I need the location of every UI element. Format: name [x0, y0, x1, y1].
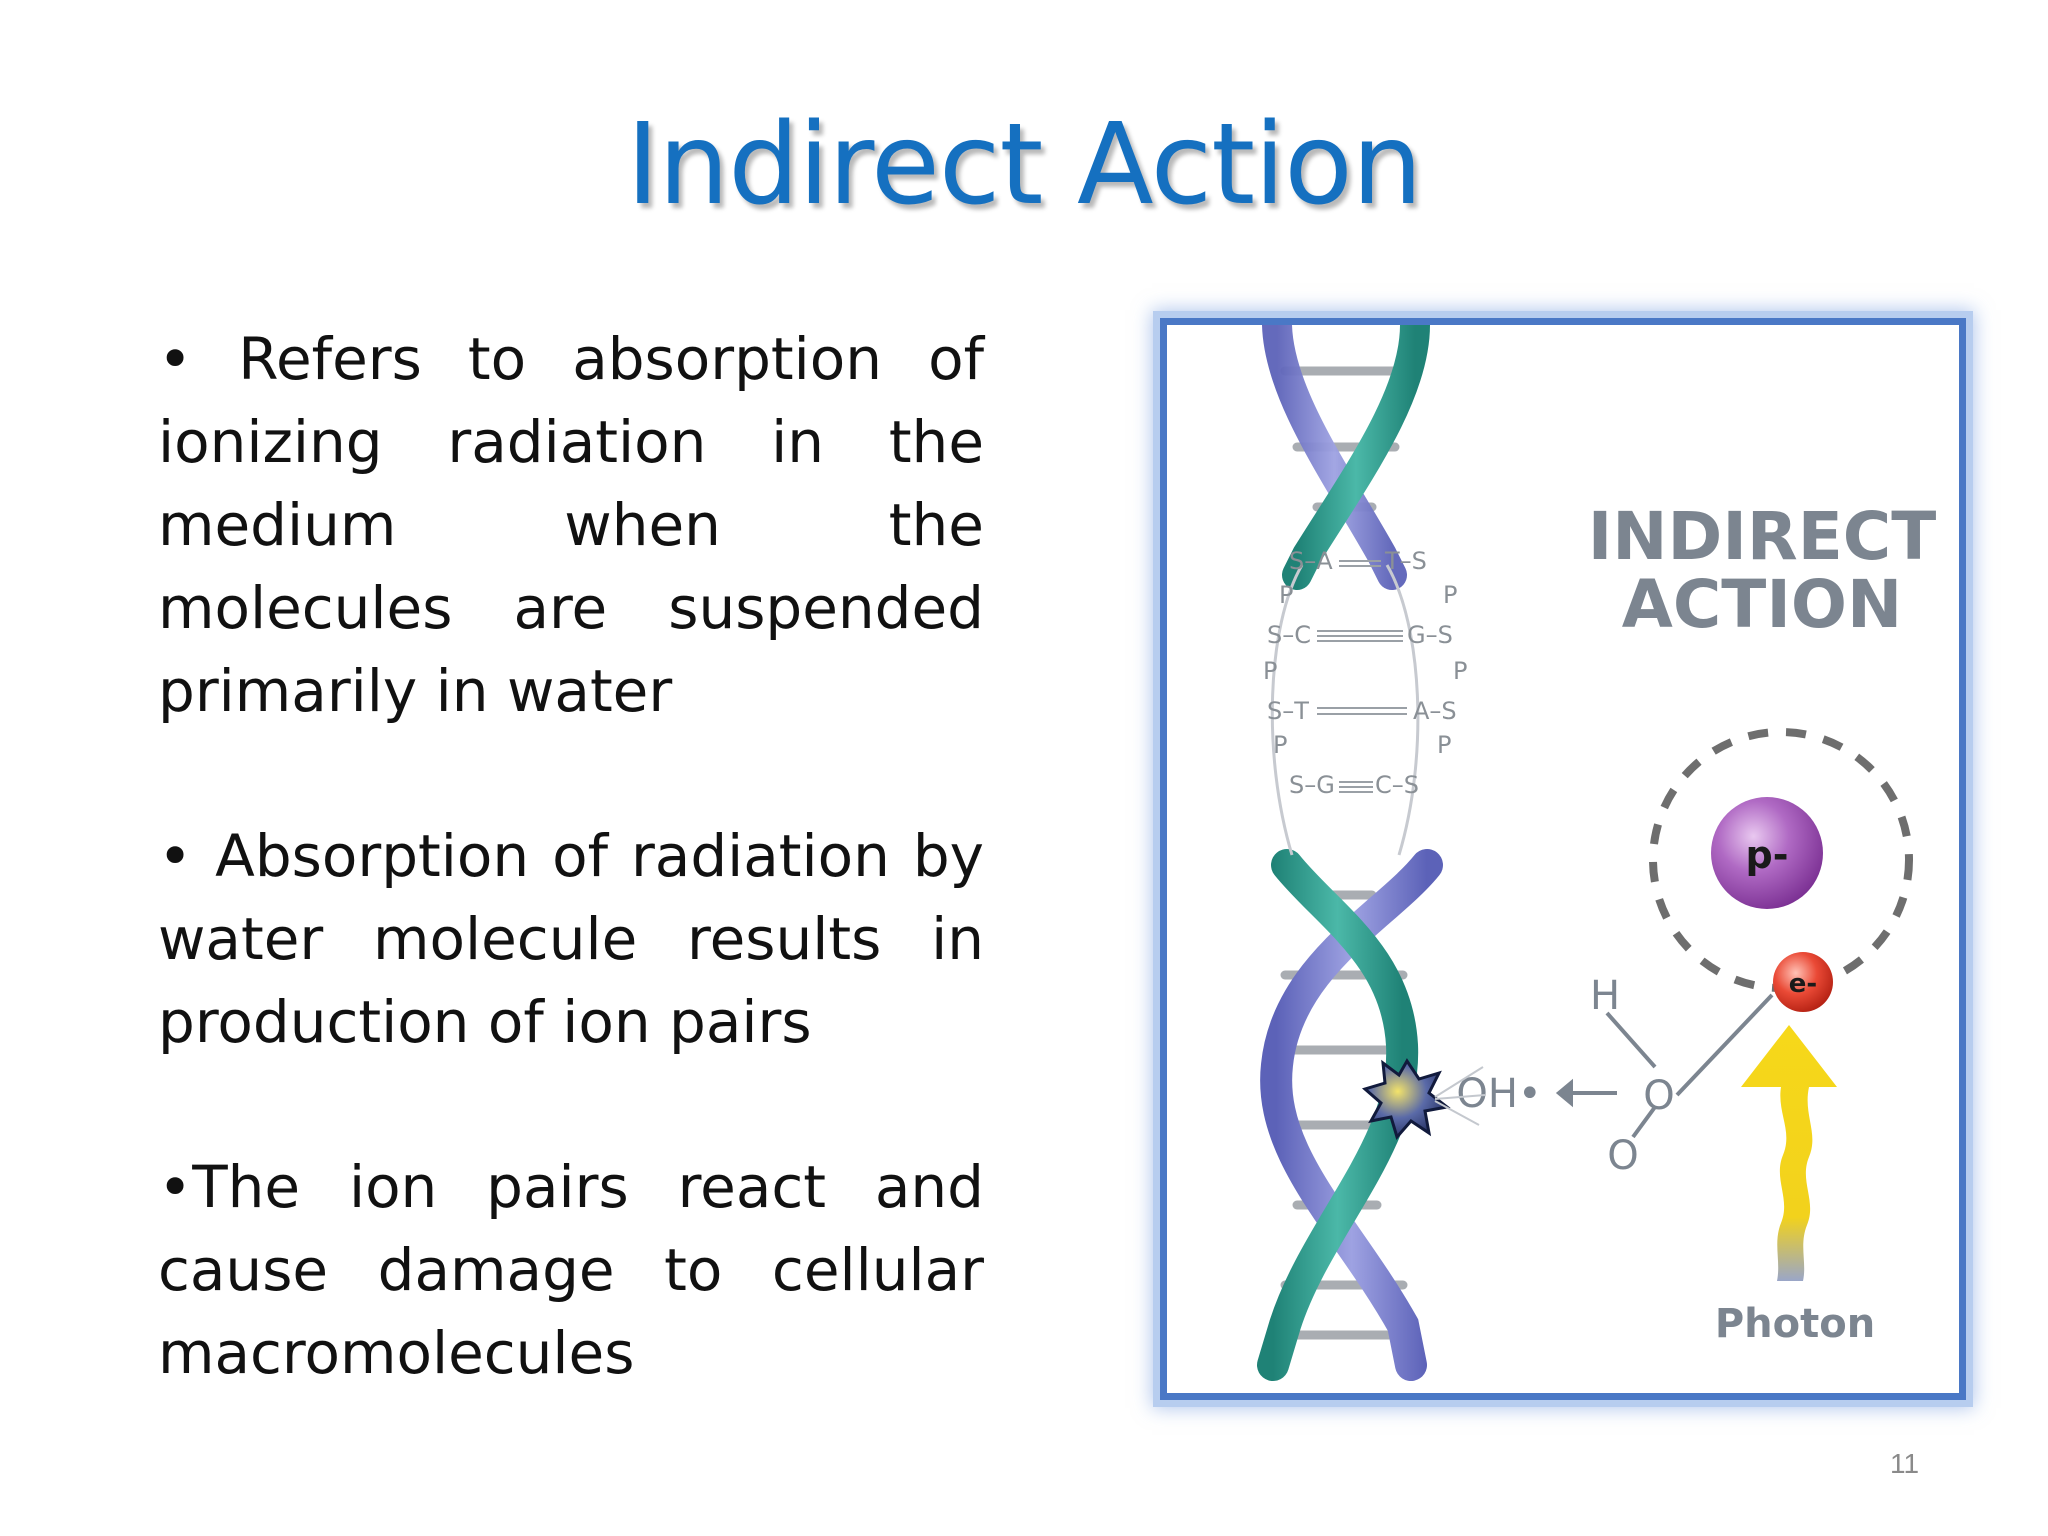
bullet-point: •The ion pairs react and cause damage to…: [158, 1153, 984, 1387]
phosphate-label: P: [1437, 731, 1451, 759]
base-pair-left: S–G: [1289, 771, 1335, 799]
electron-particle: e-: [1773, 952, 1833, 1012]
photon-arrow: [1741, 1025, 1837, 1281]
dna-strand-purple: [1260, 849, 1443, 1381]
dna-backbone-faded: [1270, 564, 1420, 856]
proton-label: p-: [1746, 833, 1789, 877]
hydrogen-label: H: [1590, 973, 1620, 1019]
phosphate-label: P: [1263, 657, 1277, 685]
proton-particle: p-: [1711, 797, 1823, 909]
base-pair-left: S–T: [1267, 697, 1309, 725]
hydroxyl-radical-label: OH•: [1456, 1071, 1541, 1117]
slide-title: Indirect Action: [626, 100, 1423, 230]
base-pair-right: G–S: [1407, 621, 1453, 649]
phosphate-label: P: [1279, 581, 1293, 609]
dna-strand-teal: [1282, 325, 1430, 590]
base-pair-labels: S–A T–S P P S–C G–S P P S–T A–S P P S–G …: [1263, 547, 1467, 799]
base-pair-right: C–S: [1375, 771, 1419, 799]
bullet-point: • Refers to absorption of ionizing radia…: [158, 325, 984, 725]
slide-number: 11: [1890, 1448, 1920, 1479]
damage-burst-icon: [1361, 1058, 1486, 1141]
base-pair-right: A–S: [1413, 697, 1457, 725]
bullet-point: • Absorption of radiation by water molec…: [158, 822, 984, 1056]
base-pair-right: T–S: [1384, 547, 1427, 575]
bullet-list: • Refers to absorption of ionizing radia…: [158, 318, 984, 1395]
oxygen-label: O: [1607, 1133, 1638, 1179]
phosphate-label: P: [1453, 657, 1467, 685]
water-molecule: [1555, 993, 1774, 1139]
photon-label: Photon: [1715, 1301, 1875, 1347]
dna-strand-teal: [1257, 849, 1419, 1381]
indirect-action-figure: S–A T–S P P S–C G–S P P S–T A–S P P S–G …: [1160, 318, 1966, 1400]
electron-label: e-: [1789, 969, 1817, 999]
phosphate-label: P: [1443, 581, 1457, 609]
base-pair-left: S–A: [1289, 547, 1333, 575]
figure-heading-line2: ACTION: [1622, 566, 1902, 643]
dna-illustration: S–A T–S P P S–C G–S P P S–T A–S P P S–G …: [1257, 325, 1937, 1381]
dna-strand-purple: [1262, 325, 1407, 590]
figure-heading-line1: INDIRECT: [1588, 498, 1937, 575]
base-pair-left: S–C: [1267, 621, 1311, 649]
phosphate-label: P: [1273, 731, 1287, 759]
oxygen-label: O: [1643, 1073, 1674, 1119]
